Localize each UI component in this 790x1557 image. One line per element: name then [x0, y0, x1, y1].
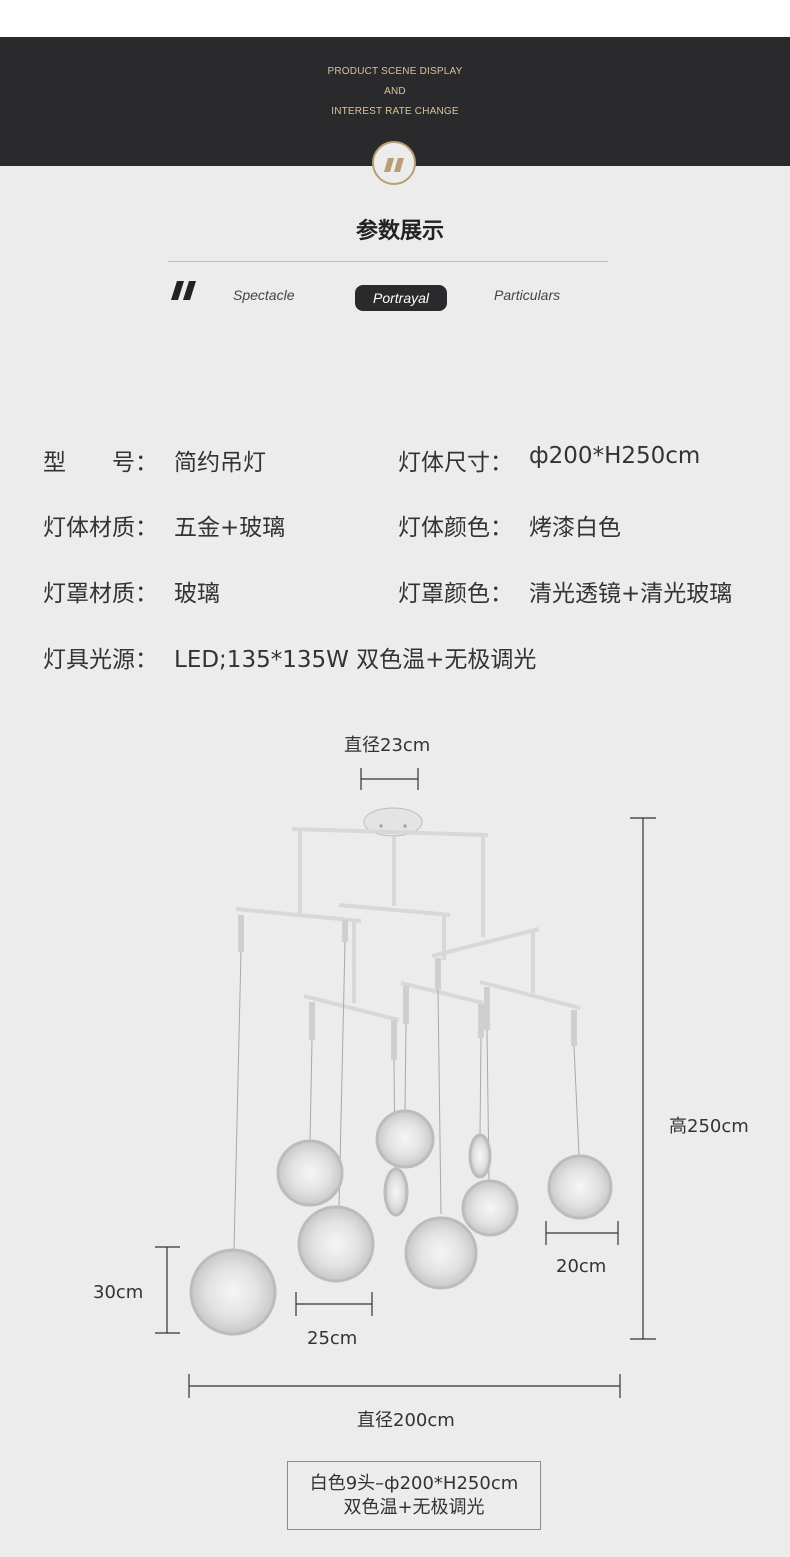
spec-shade-material-value: 玻璃 [174, 581, 220, 607]
canopy-diameter-label: 直径23cm [344, 735, 431, 756]
spec-body-material-value: 五金+玻璃 [174, 515, 286, 541]
chandelier-arms [235, 827, 581, 1022]
spec-shade-color-value: 清光透镜+清光玻璃 [529, 581, 733, 607]
total-diameter-label: 直径200cm [357, 1410, 455, 1431]
tab-portrayal[interactable]: Portrayal [355, 285, 447, 311]
spec-shade-color-label: 灯罩颜色： [398, 581, 513, 607]
total-height-label: 高250cm [669, 1116, 749, 1137]
section-title: 参数展示 [355, 219, 444, 244]
height-marker [630, 817, 656, 1340]
small-globe-label: 20cm [556, 1256, 607, 1277]
diameter-marker [188, 1374, 621, 1398]
medium-globe-label: 25cm [307, 1328, 358, 1349]
globe-shades [189, 1109, 613, 1336]
drop-tubes [238, 915, 577, 1060]
canopy-width-marker [360, 768, 419, 790]
large-globe-height-marker [155, 1246, 180, 1334]
quote-badge-icon [372, 141, 416, 185]
header-line-2: AND [384, 86, 406, 97]
spec-model-label: 型 号： [43, 450, 158, 476]
spec-shade-material-label: 灯罩材质： [43, 581, 158, 607]
spec-body-color-label: 灯体颜色： [398, 515, 513, 541]
medium-globe-width-marker [295, 1292, 373, 1316]
title-divider [168, 261, 608, 262]
tab-particulars[interactable]: Particulars [494, 287, 561, 303]
canopy [363, 807, 423, 837]
header-line-1: PRODUCT SCENE DISPLAY [327, 66, 463, 77]
caption-line-2: 双色温+无极调光 [343, 1497, 485, 1518]
spec-body-material-label: 灯体材质： [43, 515, 158, 541]
caption-line-1: 白色9头–ф200*H250cm [309, 1473, 519, 1494]
small-globe-width-marker [545, 1221, 619, 1245]
large-globe-height-label: 30cm [93, 1282, 144, 1303]
spec-body-color-value: 烤漆白色 [529, 515, 621, 541]
spec-light-source-value: LED;135*135W 双色温+无极调光 [174, 647, 537, 673]
product-caption-box: 白色9头–ф200*H250cm 双色温+无极调光 [287, 1461, 541, 1530]
header-line-3: INTEREST RATE CHANGE [331, 106, 459, 117]
spec-size-value: ф200*H250cm [529, 443, 701, 469]
quote-mark-icon [171, 281, 196, 300]
spec-size-label: 灯体尺寸： [398, 450, 513, 476]
tab-spectacle[interactable]: Spectacle [233, 287, 295, 303]
spec-light-source-label: 灯具光源： [43, 647, 158, 673]
spec-model-value: 简约吊灯 [174, 450, 266, 476]
